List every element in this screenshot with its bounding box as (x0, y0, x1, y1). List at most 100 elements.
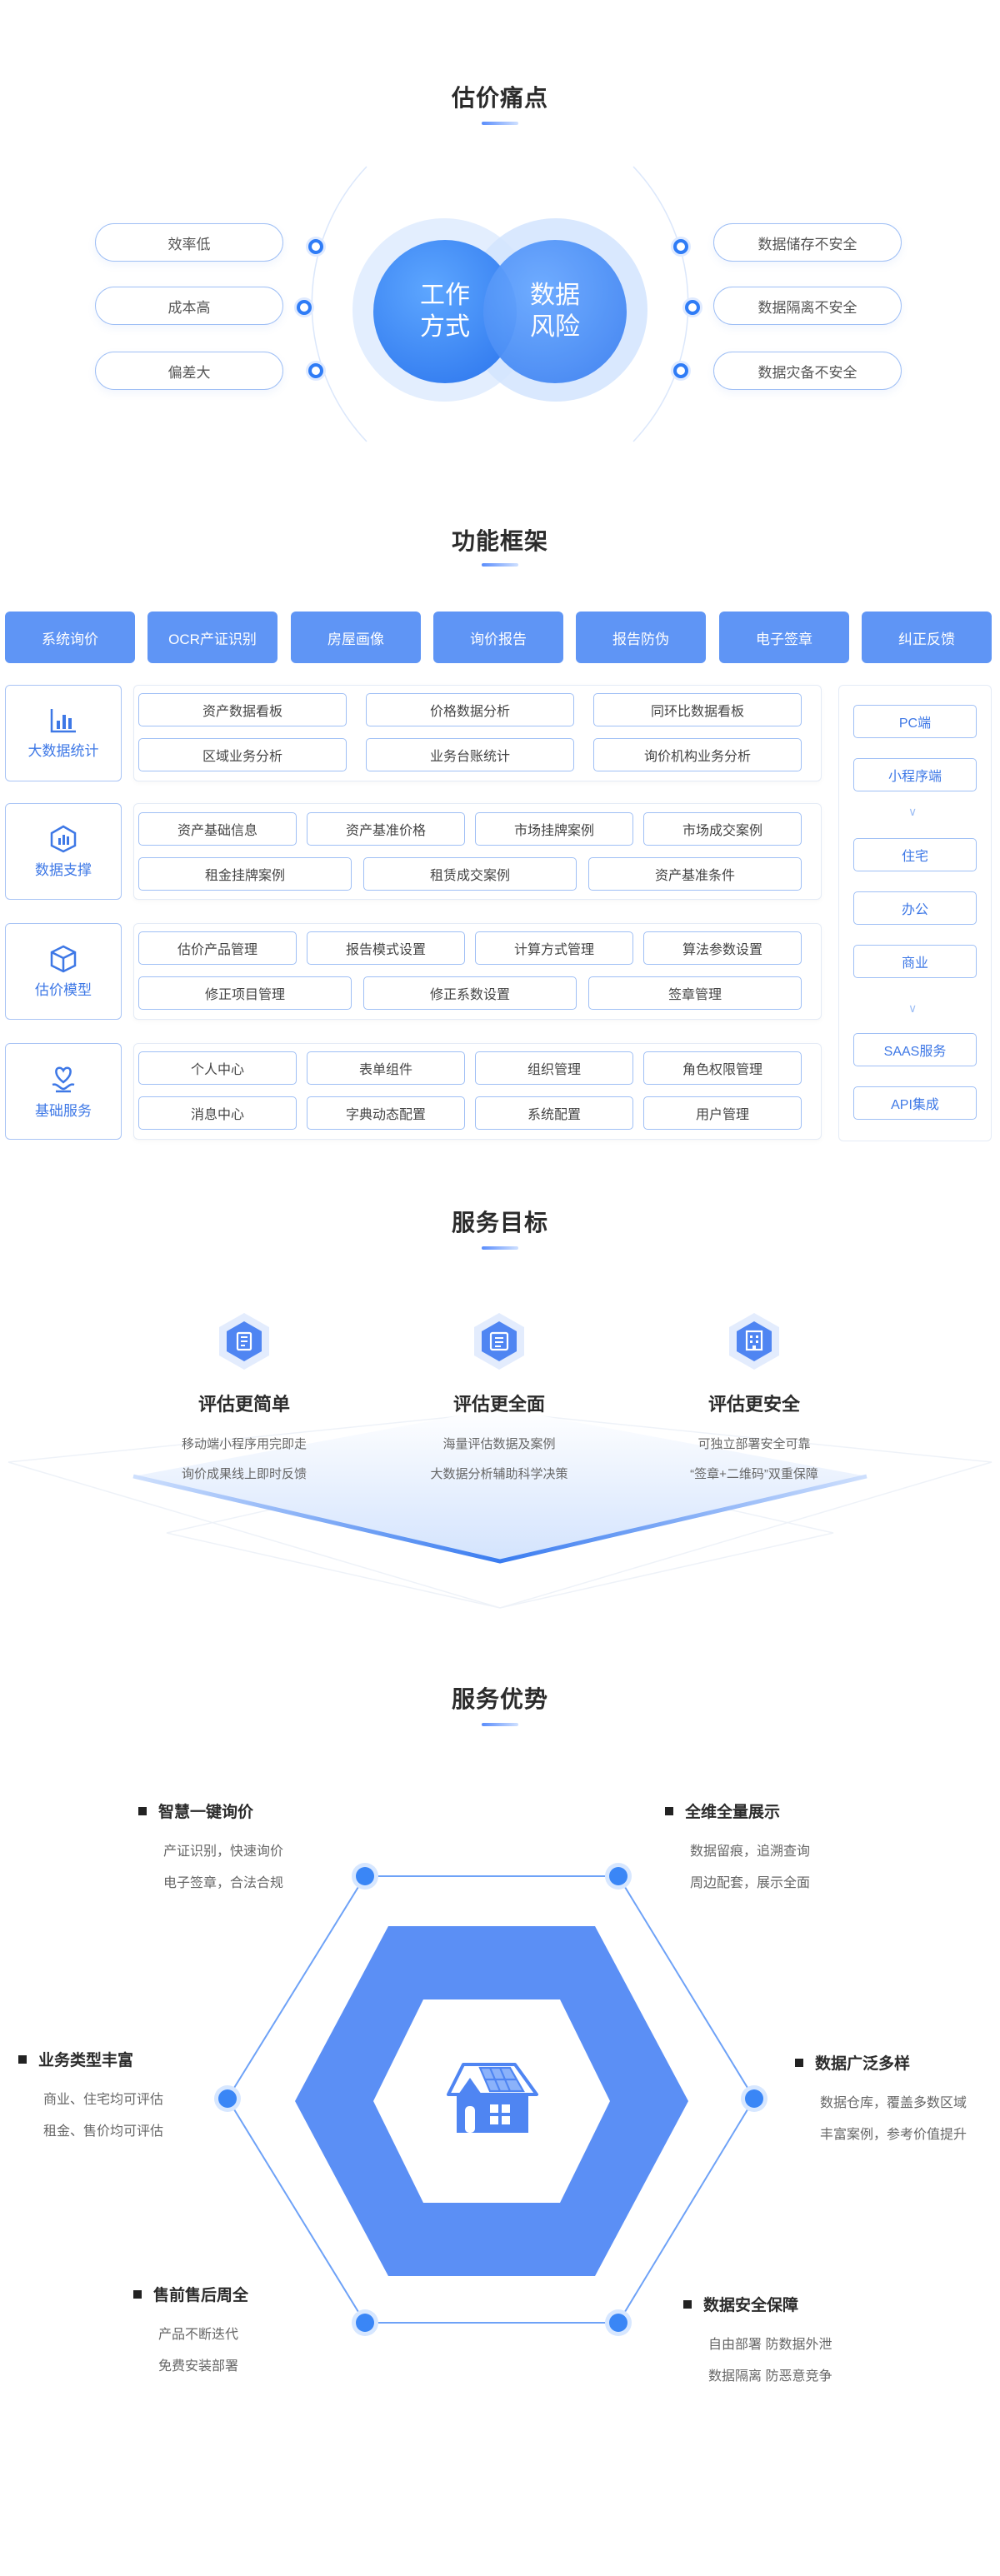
document-icon (219, 1313, 269, 1370)
feature-cell[interactable]: 系统配置 (475, 1096, 633, 1130)
category-basic-services: 基础服务 (5, 1043, 122, 1140)
advantage-desc-line: 数据隔离 防恶意竞争 (708, 2369, 832, 2384)
feature-cell[interactable]: 算法参数设置 (643, 931, 802, 965)
advantage-title: 全维全量展示 (665, 1800, 780, 1822)
hex-vertex-dot (356, 1867, 374, 1885)
connector-dot (308, 239, 323, 254)
advantage-title: 智慧一键询价 (138, 1800, 253, 1822)
connector-dot (308, 363, 323, 378)
feature-cell[interactable]: 资产基准价格 (307, 812, 465, 846)
data-risk-circle: 数据 风险 (483, 240, 627, 383)
feature-cell[interactable]: 询价机构业务分析 (593, 738, 802, 771)
heart-hand-icon (52, 1066, 75, 1092)
feature-cell[interactable]: 表单组件 (307, 1051, 465, 1085)
feature-cell[interactable]: 同环比数据看板 (593, 693, 802, 726)
framework-title: 功能框架 (451, 528, 548, 554)
feature-cell[interactable]: 资产基准条件 (588, 857, 802, 891)
advantage-desc-line: 产证识别，快速询价 (163, 1845, 284, 1859)
module-button[interactable]: 询价报告 (433, 612, 563, 663)
feature-cell[interactable]: 价格数据分析 (366, 693, 574, 726)
hexagon-chart-icon (50, 825, 77, 852)
advantage-title-text: 全维全量展示 (685, 1804, 781, 1821)
goal-desc-line: 移动端小程序用完即走 (181, 1437, 307, 1451)
advantage-desc-line: 电子签章，合法合规 (163, 1876, 284, 1890)
advantage-desc-line: 自由部署 防数据外泄 (708, 2338, 832, 2352)
chevron-down-icon: ∨ (908, 1001, 918, 1015)
feature-cell[interactable]: 字典动态配置 (307, 1096, 465, 1130)
module-button[interactable]: 电子签章 (719, 612, 849, 663)
title-underline (482, 1723, 518, 1726)
feature-cell[interactable]: 业务台账统计 (366, 738, 574, 771)
feature-cell[interactable]: 消息中心 (138, 1096, 297, 1130)
feature-cell[interactable]: 租金挂牌案例 (138, 857, 352, 891)
hex-vertex-dot (218, 2089, 237, 2108)
list-icon (474, 1313, 524, 1370)
feature-cell[interactable]: 市场成交案例 (643, 812, 802, 846)
bullet-square-icon (138, 1806, 147, 1815)
platform-item[interactable]: 住宅 (853, 838, 977, 871)
advantages-title: 服务优势 (451, 1686, 548, 1712)
hex-vertex-dot (356, 2314, 374, 2332)
goal-desc-line: 大数据分析辅助科学决策 (430, 1467, 568, 1481)
pain-point-pill: 数据隔离不安全 (713, 287, 902, 325)
feature-cell[interactable]: 修正系数设置 (363, 976, 577, 1010)
feature-cell[interactable]: 角色权限管理 (643, 1051, 802, 1085)
advantage-desc-line: 商业、住宅均可评估 (43, 2093, 164, 2107)
advantage-title: 售前售后周全 (133, 2283, 248, 2305)
feature-cell[interactable]: 资产基础信息 (138, 812, 297, 846)
advantage-title: 业务类型丰富 (18, 2048, 133, 2070)
category-valuation-model: 估价模型 (5, 923, 122, 1020)
advantage-desc-line: 周边配套，展示全面 (690, 1876, 811, 1890)
platform-item[interactable]: 商业 (853, 945, 977, 978)
advantage-title-text: 智慧一键询价 (158, 1804, 254, 1821)
advantage-desc-line: 数据仓库，覆盖多数区域 (820, 2096, 968, 2110)
module-button[interactable]: 系统询价 (5, 612, 135, 663)
connector-dot (685, 300, 700, 315)
module-button[interactable]: OCR产证识别 (148, 612, 278, 663)
advantage-desc-line: 丰富案例，参考价值提升 (820, 2128, 968, 2142)
platform-item[interactable]: PC端 (853, 705, 977, 738)
feature-cell[interactable]: 估价产品管理 (138, 931, 297, 965)
goal-title: 评估更安全 (708, 1394, 800, 1415)
feature-cell[interactable]: 区域业务分析 (138, 738, 347, 771)
connector-dot (297, 300, 312, 315)
hex-vertex-dot (609, 1867, 628, 1885)
feature-cell[interactable]: 修正项目管理 (138, 976, 352, 1010)
goal-desc-line: 海量评估数据及案例 (442, 1437, 556, 1451)
advantage-desc-line: 产品不断迭代 (158, 2328, 239, 2342)
bar-chart-icon (50, 708, 76, 732)
advantage-title-text: 售前售后周全 (153, 2287, 249, 2304)
feature-cell[interactable]: 个人中心 (138, 1051, 297, 1085)
pain-points-title: 估价痛点 (451, 85, 548, 111)
module-button[interactable]: 纠正反馈 (862, 612, 992, 663)
platform-item[interactable]: API集成 (853, 1086, 977, 1120)
platform-item[interactable]: 办公 (853, 891, 977, 925)
goals-title: 服务目标 (451, 1210, 548, 1236)
advantage-desc-line: 数据留痕，追溯查询 (690, 1845, 811, 1859)
bullet-square-icon (665, 1806, 673, 1815)
goal-desc-line: “签章+二维码”双重保障 (690, 1467, 818, 1481)
advantage-desc-line: 租金、售价均可评估 (43, 2124, 164, 2139)
feature-cell[interactable]: 计算方式管理 (475, 931, 633, 965)
category-data-support: 数据支撑 (5, 803, 122, 900)
work-method-circle: 工作 方式 (373, 240, 517, 383)
module-button[interactable]: 报告防伪 (576, 612, 706, 663)
feature-cell[interactable]: 报告模式设置 (307, 931, 465, 965)
category-label: 数据支撑 (35, 861, 92, 878)
feature-cell[interactable]: 用户管理 (643, 1096, 802, 1130)
feature-cell[interactable]: 资产数据看板 (138, 693, 347, 726)
advantage-desc-line: 免费安装部署 (158, 2359, 239, 2374)
feature-cell[interactable]: 签章管理 (588, 976, 802, 1010)
hex-vertex-dot (745, 2089, 763, 2108)
feature-cell[interactable]: 组织管理 (475, 1051, 633, 1085)
pain-point-pill: 效率低 (95, 223, 283, 262)
title-underline (482, 1246, 518, 1250)
feature-cell[interactable]: 租赁成交案例 (363, 857, 577, 891)
pain-point-pill: 成本高 (95, 287, 283, 325)
connector-dot (673, 363, 688, 378)
platform-item[interactable]: SAAS服务 (853, 1033, 977, 1066)
house-icon (447, 2063, 538, 2133)
module-button[interactable]: 房屋画像 (291, 612, 421, 663)
feature-cell[interactable]: 市场挂牌案例 (475, 812, 633, 846)
platform-item[interactable]: 小程序端 (853, 758, 977, 791)
